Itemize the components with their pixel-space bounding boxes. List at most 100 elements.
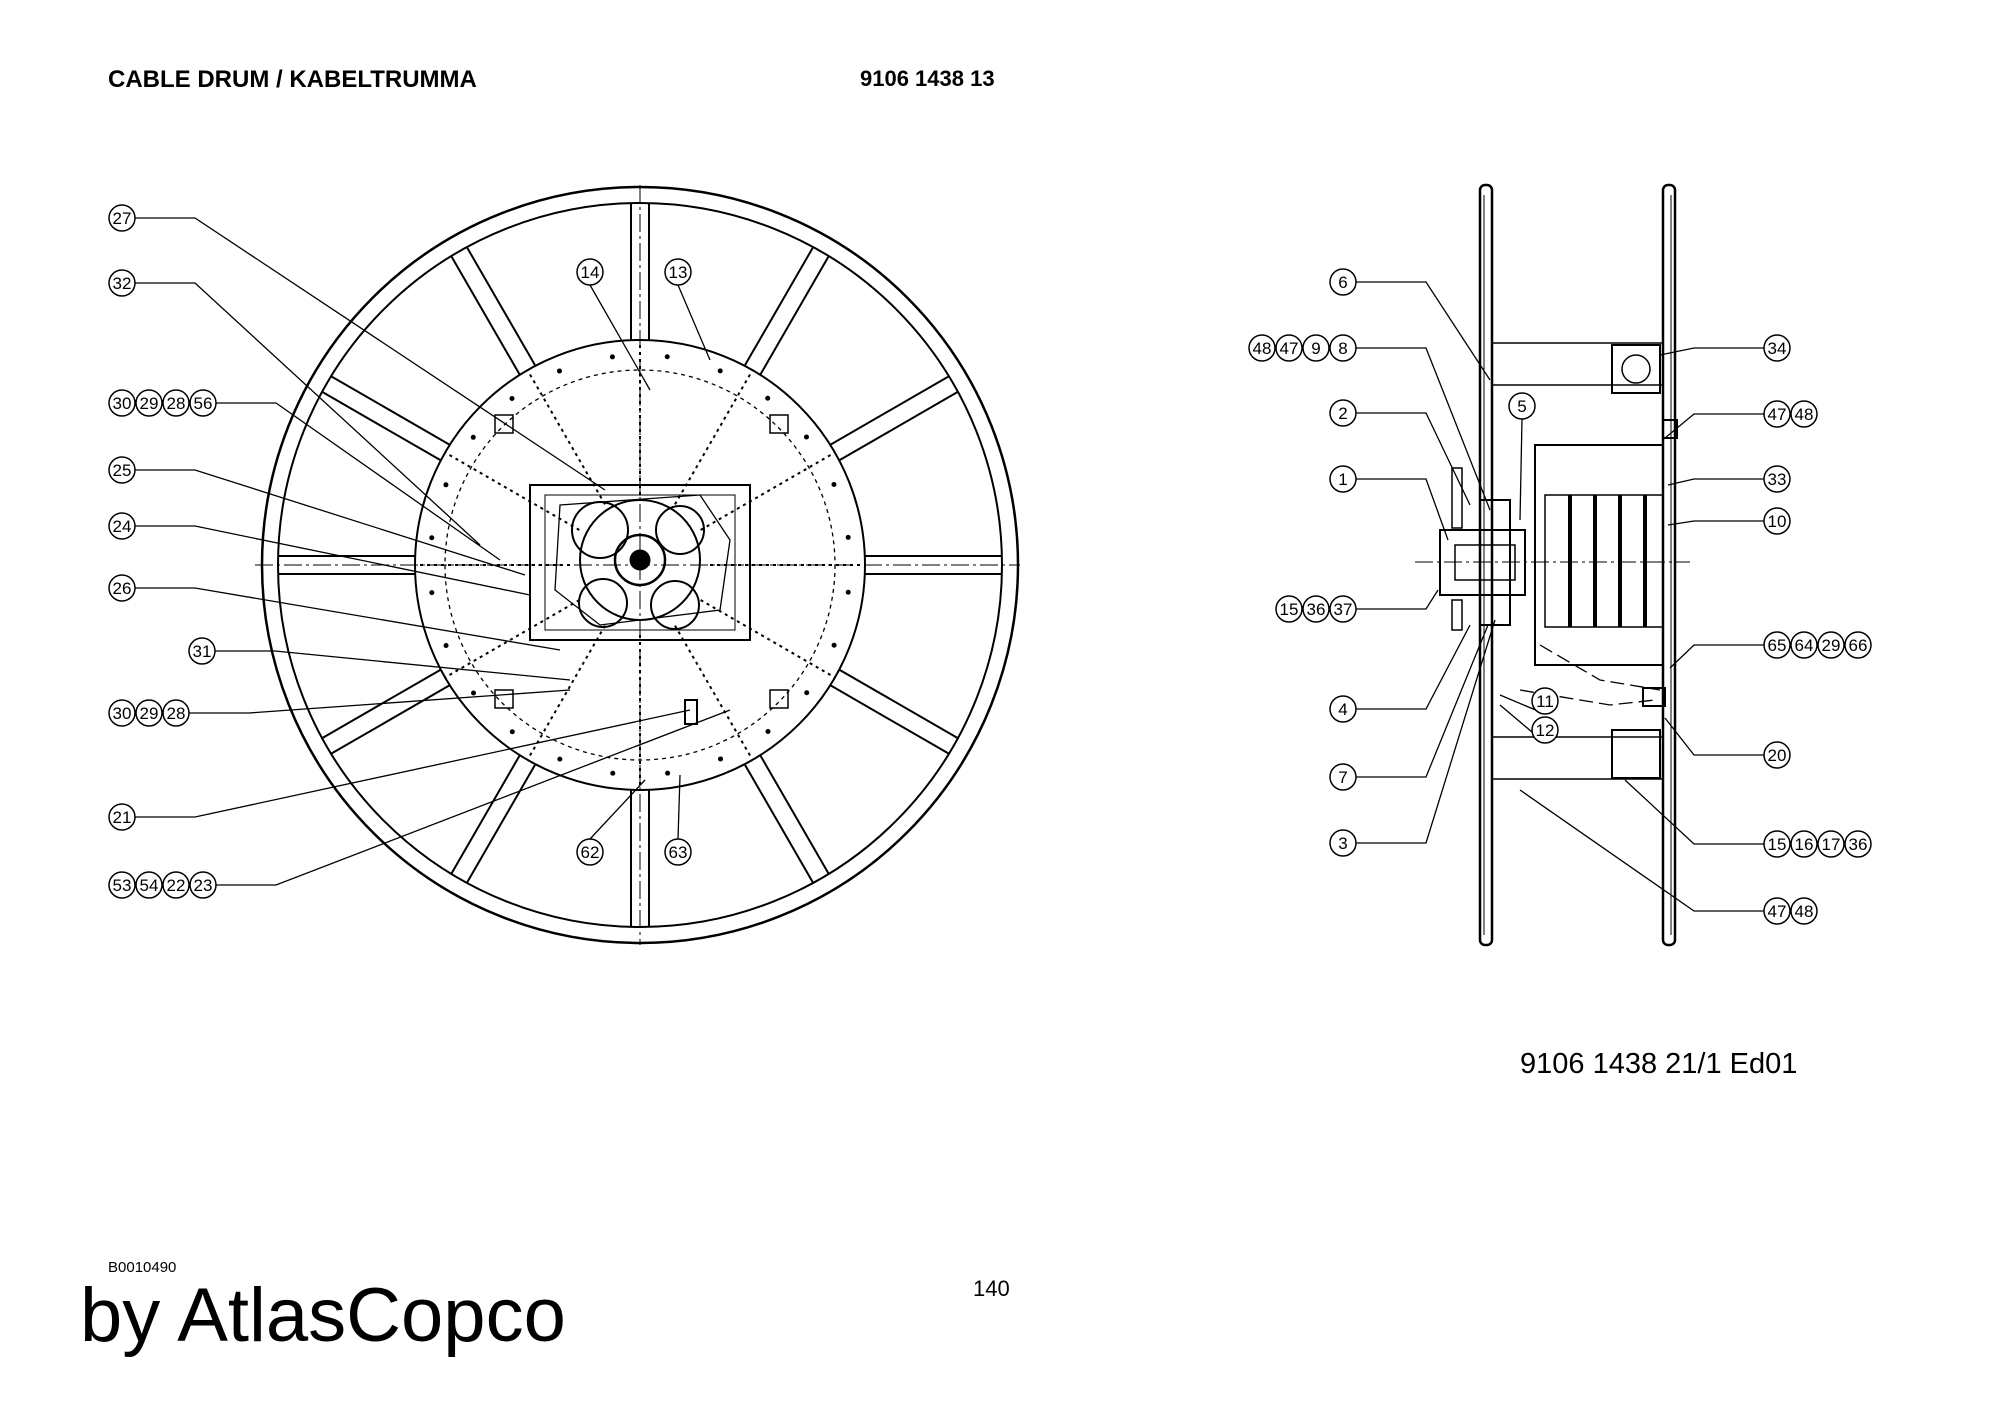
callout-bubble: 47 (1763, 897, 1791, 925)
callout-bubble: 64 (1790, 631, 1818, 659)
callout-label: 20 (1768, 746, 1787, 765)
callout-label: 36 (1849, 835, 1868, 854)
callout-bubble: 36 (1302, 595, 1330, 623)
front-view-leaders (135, 217, 731, 886)
callout-bubble: 47 (1275, 334, 1303, 362)
callout-label: 24 (113, 517, 132, 536)
callout-label: 47 (1768, 405, 1787, 424)
callout-bubble: 48 (1790, 400, 1818, 428)
callout-label: 48 (1795, 405, 1814, 424)
callout-bubble: 9 (1302, 334, 1330, 362)
callout-label: 8 (1338, 339, 1347, 358)
callout-label: 56 (194, 394, 213, 413)
callout-bubble: 7 (1329, 763, 1357, 791)
callout-bubble: 1 (1329, 465, 1357, 493)
callout-label: 29 (1822, 636, 1841, 655)
callout-label: 3 (1338, 834, 1347, 853)
callout-bubble: 8 (1329, 334, 1357, 362)
callout-bubble: 29 (1817, 631, 1845, 659)
callout-bubble: 65 (1763, 631, 1791, 659)
callout-label: 23 (194, 876, 213, 895)
callout-bubble: 53 (108, 871, 136, 899)
callout-bubble: 29 (135, 699, 163, 727)
callout-label: 15 (1280, 600, 1299, 619)
callout-label: 27 (113, 209, 132, 228)
callout-bubble: 4 (1329, 695, 1357, 723)
callout-label: 63 (669, 843, 688, 862)
callout-label: 5 (1517, 397, 1526, 416)
callout-label: 29 (140, 394, 159, 413)
callout-bubble: 32 (108, 269, 136, 297)
front-view-drum (255, 185, 1020, 945)
callout-label: 26 (113, 579, 132, 598)
callout-label: 6 (1338, 273, 1347, 292)
callout-label: 32 (113, 274, 132, 293)
callout-label: 4 (1338, 700, 1347, 719)
callout-label: 53 (113, 876, 132, 895)
callout-bubble: 66 (1844, 631, 1872, 659)
callout-bubble: 56 (189, 389, 217, 417)
callout-label: 7 (1338, 768, 1347, 787)
callout-bubble: 47 (1763, 400, 1791, 428)
callout-bubble: 34 (1763, 334, 1791, 362)
callout-bubble: 15 (1763, 830, 1791, 858)
callout-bubble: 28 (162, 389, 190, 417)
callout-label: 2 (1338, 404, 1347, 423)
callout-bubble: 2 (1329, 399, 1357, 427)
page-number: 140 (973, 1276, 1010, 1301)
callout-label: 25 (113, 461, 132, 480)
callout-bubble: 10 (1763, 507, 1791, 535)
callout-label: 28 (167, 394, 186, 413)
callout-label: 1 (1338, 470, 1347, 489)
callout-label: 48 (1253, 339, 1272, 358)
callout-label: 11 (1536, 692, 1554, 711)
callout-bubble: 6 (1329, 268, 1357, 296)
callout-bubble: 26 (108, 574, 136, 602)
callout-bubble: 24 (108, 512, 136, 540)
callout-label: 65 (1768, 636, 1787, 655)
callout-bubble: 15 (1275, 595, 1303, 623)
callout-label: 33 (1768, 470, 1787, 489)
brand-text: by AtlasCopco (80, 1273, 566, 1358)
callout-bubble: 20 (1763, 741, 1791, 769)
callout-label: 12 (1536, 721, 1555, 740)
callout-bubble: 30 (108, 389, 136, 417)
callout-bubble: 22 (162, 871, 190, 899)
callout-bubble: 30 (108, 699, 136, 727)
callout-label: 28 (167, 704, 186, 723)
callout-label: 66 (1849, 636, 1868, 655)
callout-bubble: 31 (188, 637, 216, 665)
callout-bubble: 27 (108, 204, 136, 232)
page-title: CABLE DRUM / KABELTRUMMA (108, 66, 477, 93)
callout-label: 15 (1768, 835, 1787, 854)
callout-bubble: 14 (576, 258, 604, 286)
callout-bubble: 63 (664, 838, 692, 866)
callout-label: 62 (581, 843, 600, 862)
callout-bubble: 48 (1248, 334, 1276, 362)
callout-label: 30 (113, 704, 132, 723)
callout-label: 54 (140, 876, 159, 895)
callout-bubble: 3 (1329, 829, 1357, 857)
callout-label: 47 (1768, 902, 1787, 921)
callout-label: 34 (1768, 339, 1787, 358)
part-number: 9106 1438 13 (860, 66, 995, 91)
callout-label: 16 (1795, 835, 1814, 854)
callout-label: 31 (193, 642, 212, 661)
callout-bubble: 5 (1508, 392, 1536, 420)
callout-bubble: 37 (1329, 595, 1357, 623)
callout-bubble: 25 (108, 456, 136, 484)
callout-label: 36 (1307, 600, 1326, 619)
callout-bubble: 13 (664, 258, 692, 286)
callout-label: 13 (669, 263, 688, 282)
callout-label: 30 (113, 394, 132, 413)
callout-label: 47 (1280, 339, 1299, 358)
side-view-drum (1415, 183, 1690, 947)
callout-label: 14 (581, 263, 600, 282)
callout-label: 48 (1795, 902, 1814, 921)
callout-label: 21 (113, 808, 132, 827)
drawing-reference: 9106 1438 21/1 Ed01 (1520, 1048, 1798, 1080)
callout-bubble: 12 (1531, 716, 1559, 744)
